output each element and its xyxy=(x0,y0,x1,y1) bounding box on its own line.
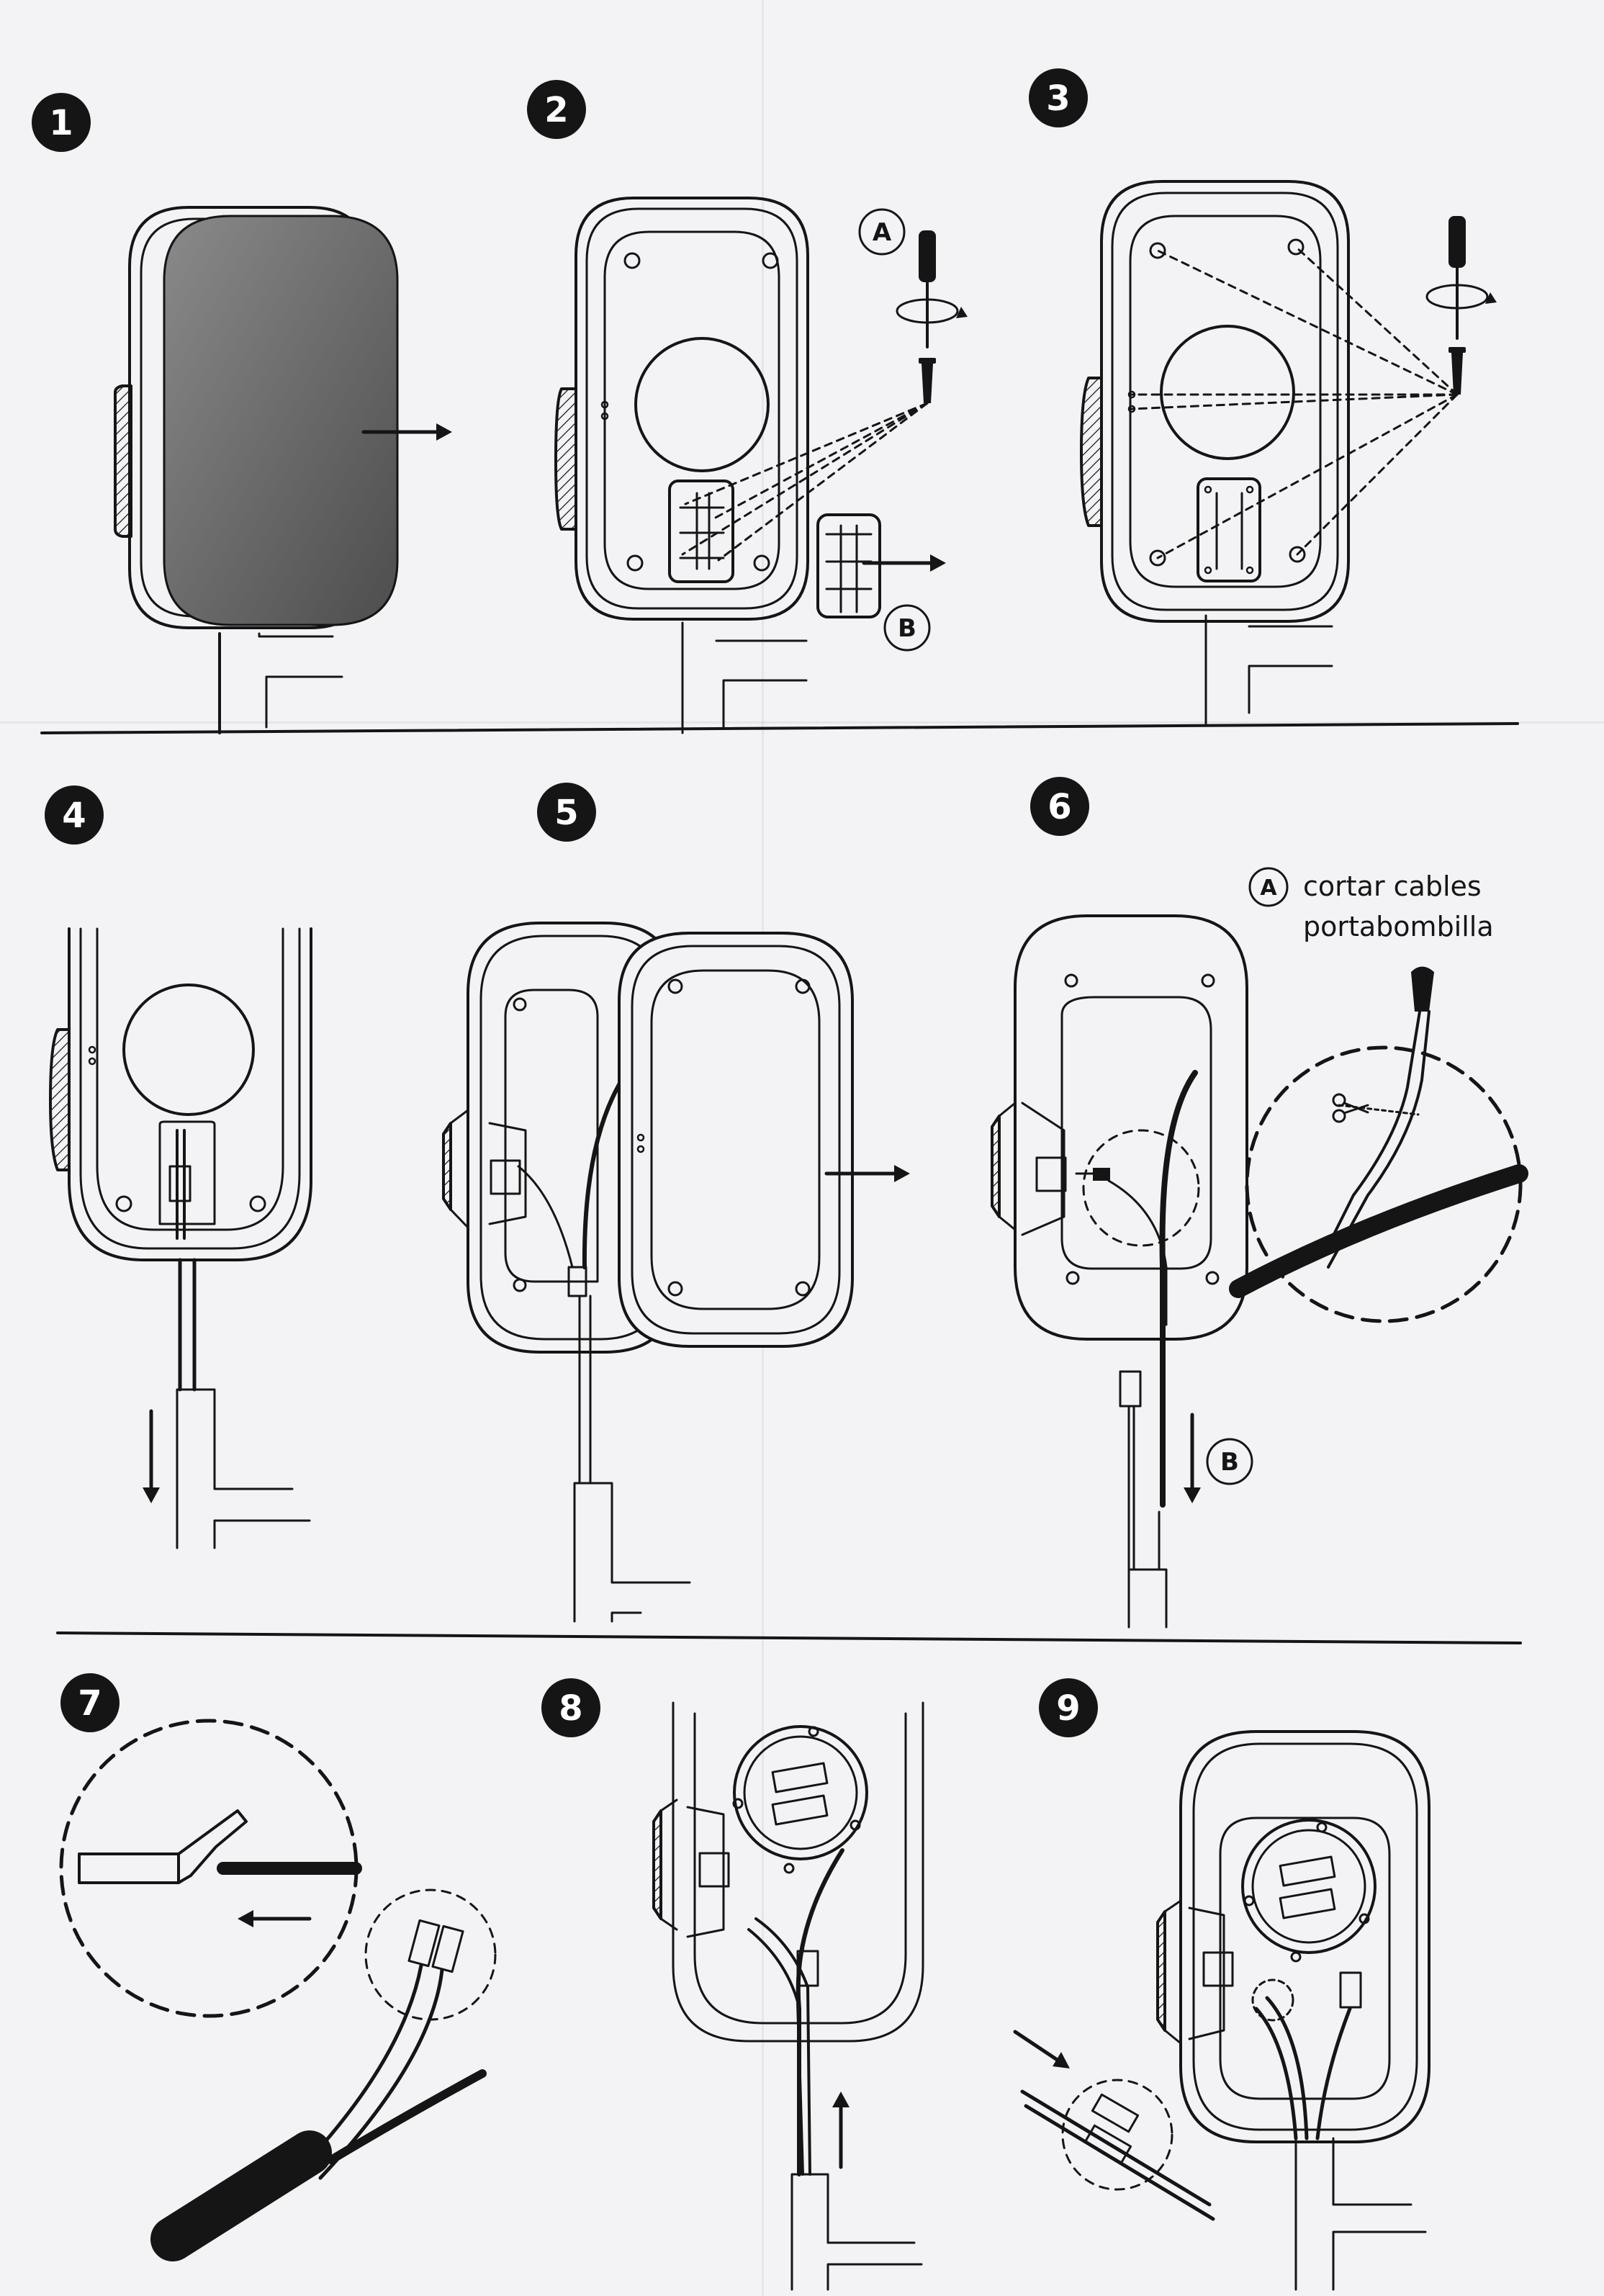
step-6-diagram: B A cortar cables portabombilla xyxy=(991,867,1528,1629)
step-number: 8 xyxy=(559,1688,582,1729)
step-badge-2: 2 xyxy=(527,80,586,139)
step-badge-1: 1 xyxy=(32,93,91,152)
step-number: 5 xyxy=(554,793,578,833)
step-badge-4: 4 xyxy=(45,785,104,845)
step-9-diagram xyxy=(1013,1730,1430,2291)
callout-b-circle xyxy=(1206,1438,1253,1485)
step-number: 2 xyxy=(544,90,568,130)
divider-line-1 xyxy=(40,722,1519,734)
callout-a-circle xyxy=(858,208,906,256)
step-badge-8: 8 xyxy=(541,1678,600,1737)
step-number: 6 xyxy=(1047,787,1071,827)
screwdriver-icon xyxy=(1425,216,1497,395)
cut-cables-note-line1: cortar cables xyxy=(1303,870,1482,902)
removable-cover xyxy=(163,215,399,626)
scissors-icon xyxy=(1332,1093,1369,1123)
screwdriver-icon xyxy=(896,230,968,403)
callout-b-label: B xyxy=(898,614,916,643)
step-1-diagram xyxy=(114,206,452,734)
step-2-diagram: A B xyxy=(554,197,968,734)
callout-a-circle xyxy=(1248,867,1289,907)
step-badge-3: 3 xyxy=(1029,68,1088,127)
step-3-diagram xyxy=(1080,180,1497,725)
paper-fold-horizontal xyxy=(0,721,1604,724)
step-5-diagram xyxy=(442,922,910,1623)
step-badge-7: 7 xyxy=(60,1673,120,1732)
cut-cables-note-line2: portabombilla xyxy=(1303,911,1494,942)
callout-a-label: A xyxy=(1260,875,1277,901)
divider-line-2 xyxy=(56,1631,1522,1644)
callout-b-label: B xyxy=(1220,1448,1239,1477)
callout-a-label: A xyxy=(873,218,892,247)
step-badge-5: 5 xyxy=(537,783,596,842)
callout-b-circle xyxy=(883,604,931,652)
step-number: 9 xyxy=(1056,1688,1080,1729)
arrow-icon xyxy=(1013,2030,1060,2063)
step-number: 7 xyxy=(78,1683,102,1724)
step-number: 3 xyxy=(1046,78,1070,119)
step-number: 1 xyxy=(49,103,73,143)
step-badge-6: 6 xyxy=(1030,777,1089,836)
step-4-diagram xyxy=(49,927,312,1549)
step-8-diagram xyxy=(652,1701,924,2291)
step-7-diagram xyxy=(59,1719,497,2261)
zoom-detail-circle xyxy=(1245,1045,1523,1323)
step-badge-9: 9 xyxy=(1039,1678,1098,1737)
step-number: 4 xyxy=(62,796,86,836)
